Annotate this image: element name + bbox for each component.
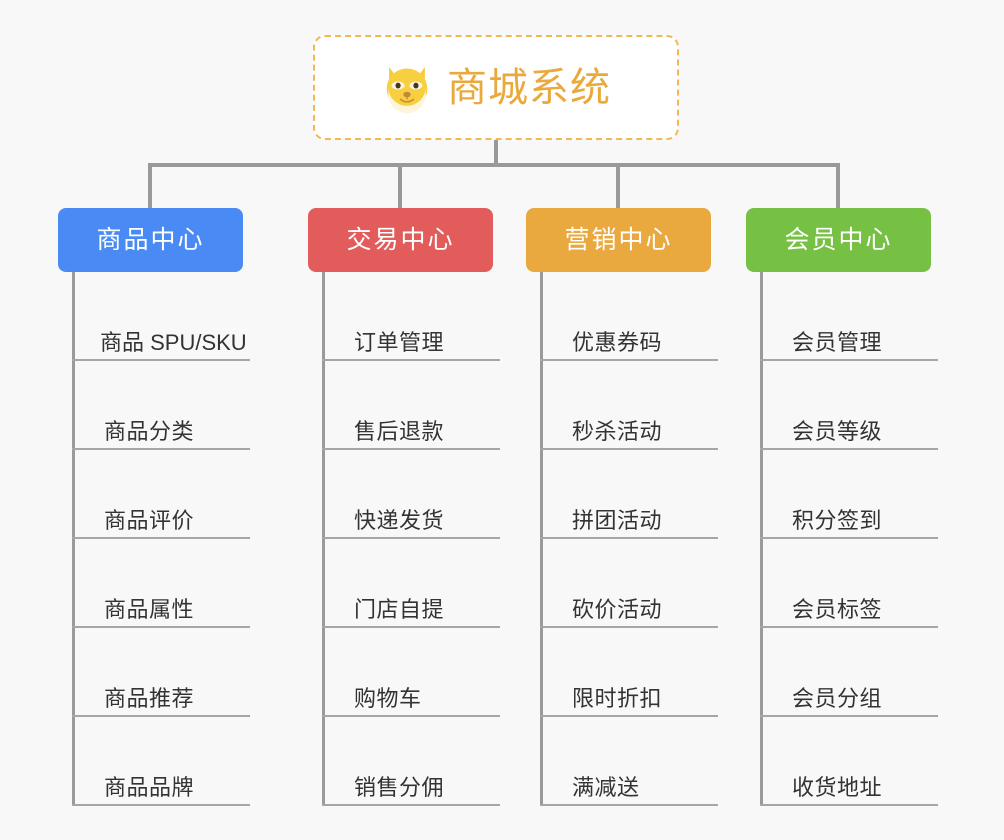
category-header-marketing[interactable]: 营销中心 xyxy=(526,208,711,272)
leaf-label: 商品品牌 xyxy=(104,774,195,800)
leaf-label: 积分签到 xyxy=(792,507,883,533)
leaf-item[interactable]: 门店自提 xyxy=(322,539,500,628)
leaf-label: 会员等级 xyxy=(792,418,883,444)
category-column-marketing: 营销中心 优惠券码 秒杀活动 拼团活动 砍价活动 限时折扣 满减送 xyxy=(526,208,746,806)
leaf-item[interactable]: 会员管理 xyxy=(760,272,938,361)
leaf-item[interactable]: 商品品牌 xyxy=(72,717,250,806)
leaf-list-trade: 订单管理 售后退款 快递发货 门店自提 购物车 销售分佣 xyxy=(322,272,500,806)
leaf-label: 优惠券码 xyxy=(572,329,663,355)
leaf-item[interactable]: 砍价活动 xyxy=(540,539,718,628)
leaf-item[interactable]: 售后退款 xyxy=(322,361,500,450)
leaf-label: 销售分佣 xyxy=(354,774,445,800)
leaf-item[interactable]: 秒杀活动 xyxy=(540,361,718,450)
leaf-label: 秒杀活动 xyxy=(572,418,663,444)
leaf-item[interactable]: 商品推荐 xyxy=(72,628,250,717)
leaf-item[interactable]: 会员等级 xyxy=(760,361,938,450)
leaf-label: 商品推荐 xyxy=(104,685,195,711)
leaf-spine xyxy=(540,272,543,806)
category-header-label: 商品中心 xyxy=(96,225,205,254)
root-node[interactable]: 商城系统 xyxy=(313,35,679,140)
leaf-label: 会员管理 xyxy=(792,329,883,355)
leaf-label: 商品分类 xyxy=(104,418,195,444)
category-column-member: 会员中心 会员管理 会员等级 积分签到 会员标签 会员分组 收货地址 xyxy=(746,208,966,806)
category-header-label: 交易中心 xyxy=(346,225,455,254)
category-column-trade: 交易中心 订单管理 售后退款 快递发货 门店自提 购物车 销售分佣 xyxy=(308,208,528,806)
leaf-item[interactable]: 会员分组 xyxy=(760,628,938,717)
category-header-product[interactable]: 商品中心 xyxy=(58,208,243,272)
leaf-item[interactable]: 商品 SPU/SKU xyxy=(72,272,250,361)
leaf-item[interactable]: 购物车 xyxy=(322,628,500,717)
leaf-spine xyxy=(322,272,325,806)
connector-root-stem xyxy=(494,140,498,165)
category-header-label: 会员中心 xyxy=(784,225,893,254)
leaf-label: 快递发货 xyxy=(354,507,445,533)
root-title: 商城系统 xyxy=(447,65,611,110)
leaf-label: 商品属性 xyxy=(104,596,195,622)
category-header-label: 营销中心 xyxy=(564,225,673,254)
leaf-label: 商品评价 xyxy=(104,507,195,533)
leaf-item[interactable]: 积分签到 xyxy=(760,450,938,539)
connector-drop-4 xyxy=(836,163,840,208)
leaf-item[interactable]: 商品评价 xyxy=(72,450,250,539)
category-columns: 商品中心 商品 SPU/SKU 商品分类 商品评价 商品属性 商品推荐 商品品牌… xyxy=(0,208,1004,840)
leaf-label: 砍价活动 xyxy=(572,596,663,622)
leaf-label: 收货地址 xyxy=(792,774,883,800)
leaf-item[interactable]: 商品属性 xyxy=(72,539,250,628)
dog-face-icon xyxy=(386,66,428,113)
leaf-list-marketing: 优惠券码 秒杀活动 拼团活动 砍价活动 限时折扣 满减送 xyxy=(540,272,718,806)
leaf-item[interactable]: 商品分类 xyxy=(72,361,250,450)
leaf-spine xyxy=(72,272,75,806)
leaf-item[interactable]: 快递发货 xyxy=(322,450,500,539)
connector-horizontal-bar xyxy=(148,163,840,167)
leaf-item[interactable]: 订单管理 xyxy=(322,272,500,361)
leaf-label: 会员分组 xyxy=(792,685,883,711)
leaf-label: 拼团活动 xyxy=(572,507,663,533)
leaf-item[interactable]: 销售分佣 xyxy=(322,717,500,806)
leaf-label: 门店自提 xyxy=(354,596,445,622)
leaf-label: 会员标签 xyxy=(792,596,883,622)
leaf-spine xyxy=(760,272,763,806)
leaf-label: 购物车 xyxy=(354,685,422,711)
leaf-label: 限时折扣 xyxy=(572,685,663,711)
connector-drop-1 xyxy=(148,163,152,208)
leaf-item[interactable]: 满减送 xyxy=(540,717,718,806)
category-column-product: 商品中心 商品 SPU/SKU 商品分类 商品评价 商品属性 商品推荐 商品品牌 xyxy=(58,208,278,806)
leaf-label: 商品 SPU/SKU xyxy=(100,329,247,355)
category-header-trade[interactable]: 交易中心 xyxy=(308,208,493,272)
leaf-item[interactable]: 限时折扣 xyxy=(540,628,718,717)
leaf-item[interactable]: 收货地址 xyxy=(760,717,938,806)
connector-drop-2 xyxy=(398,163,402,208)
leaf-item[interactable]: 优惠券码 xyxy=(540,272,718,361)
category-header-member[interactable]: 会员中心 xyxy=(746,208,931,272)
leaf-list-product: 商品 SPU/SKU 商品分类 商品评价 商品属性 商品推荐 商品品牌 xyxy=(72,272,250,806)
leaf-label: 订单管理 xyxy=(354,329,445,355)
leaf-item[interactable]: 拼团活动 xyxy=(540,450,718,539)
leaf-label: 售后退款 xyxy=(354,418,445,444)
leaf-item[interactable]: 会员标签 xyxy=(760,539,938,628)
leaf-label: 满减送 xyxy=(572,774,640,800)
leaf-list-member: 会员管理 会员等级 积分签到 会员标签 会员分组 收货地址 xyxy=(760,272,938,806)
connector-drop-3 xyxy=(616,163,620,208)
